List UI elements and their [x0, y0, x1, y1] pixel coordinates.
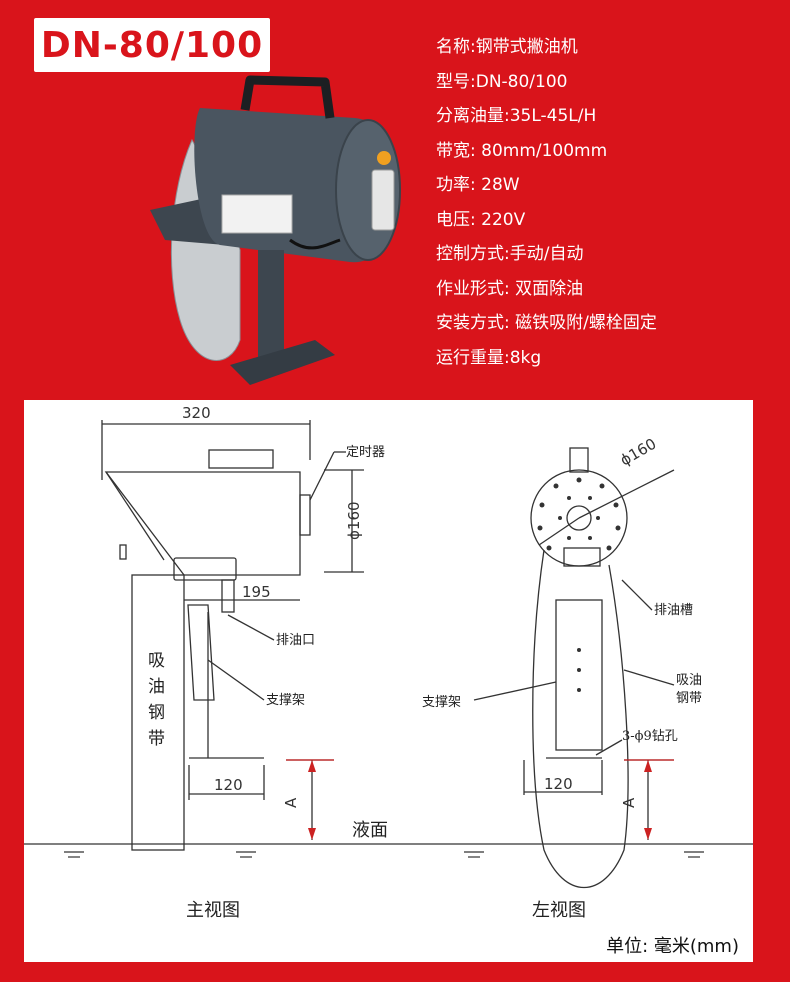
label-side-belt-1: 吸油 — [676, 673, 702, 688]
caption-side-view: 左视图 — [532, 900, 586, 921]
belt-char-2: 油 — [148, 677, 165, 697]
belt-char-3: 钢 — [148, 703, 165, 723]
side-dim-a: A — [620, 797, 638, 808]
label-outlet: 排油口 — [276, 633, 315, 648]
label-liquid-level: 液面 — [352, 820, 388, 841]
front-dim-120: 120 — [214, 776, 243, 794]
spec-installation: 安装方式: 磁铁吸附/螺栓固定 — [436, 313, 657, 333]
spec-control: 控制方式:手动/自动 — [436, 244, 584, 264]
spec-belt-width: 带宽: 80mm/100mm — [436, 140, 608, 161]
label-side-bracket: 支撑架 — [422, 695, 461, 710]
control-panel-image — [371, 169, 395, 231]
front-dim-width: 320 — [182, 404, 211, 422]
nameplate-image — [221, 194, 293, 234]
model-title-box: DN-80/100 — [34, 18, 270, 72]
spec-name: 名称:钢带式撇油机 — [436, 37, 578, 57]
label-front-bracket: 支撑架 — [266, 693, 305, 708]
side-dim-diameter: ϕ160 — [617, 435, 659, 470]
steel-belt-image — [170, 138, 241, 361]
spec-operation: 作业形式: 双面除油 — [436, 278, 584, 299]
product-photo — [150, 75, 401, 385]
side-dim-120: 120 — [544, 775, 573, 793]
spec-list: 名称:钢带式撇油机 型号:DN-80/100 分离油量:35L-45L/H 带宽… — [436, 30, 776, 375]
handle-image — [240, 75, 335, 119]
stand-base-image — [230, 340, 335, 385]
model-title: DN-80/100 — [40, 24, 264, 66]
belt-char-1: 吸 — [148, 651, 165, 671]
spec-weight: 运行重量:8kg — [436, 347, 542, 368]
spec-model: 型号:DN-80/100 — [436, 71, 568, 92]
caption-front-view: 主视图 — [186, 900, 240, 921]
spec-power: 功率: 28W — [436, 175, 520, 195]
label-holes: 3-ϕ9钻孔 — [622, 729, 678, 744]
spec-voltage: 电压: 220V — [436, 209, 526, 230]
front-dim-a: A — [282, 797, 300, 808]
unit-label: 单位: 毫米(mm) — [606, 936, 739, 957]
spec-capacity: 分离油量:35L-45L/H — [436, 106, 597, 126]
label-trough: 排油槽 — [654, 603, 693, 618]
label-timer: 定时器 — [346, 445, 385, 460]
technical-drawing-panel: 320 ϕ160 195 120 定时器 排油口 支撑架 吸 油 钢 带 A 主… — [24, 400, 753, 962]
cable-image — [289, 238, 341, 250]
belt-char-4: 带 — [148, 729, 165, 749]
stand-post-image — [258, 250, 284, 370]
top-banner: DN-80/100 名称:钢带式撇油机 型号:DN-80/100 — [0, 0, 790, 400]
front-dim-195: 195 — [242, 583, 271, 601]
technical-drawing: 320 ϕ160 195 120 定时器 排油口 支撑架 吸 油 钢 带 A 主… — [24, 404, 753, 921]
indicator-light-image — [377, 151, 391, 165]
label-side-belt-2: 钢带 — [676, 691, 702, 706]
front-dim-diameter: ϕ160 — [345, 501, 363, 540]
